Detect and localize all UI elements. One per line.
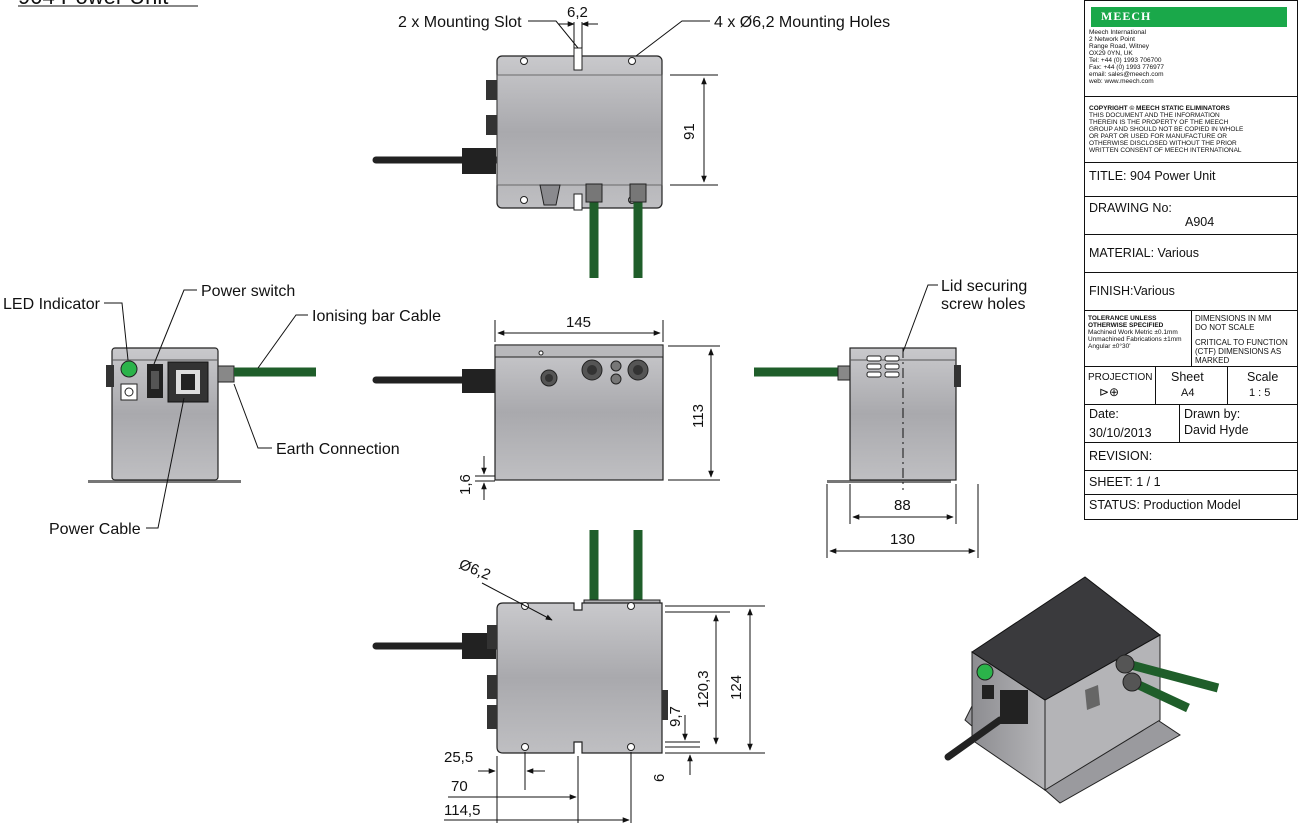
dim-side-inner: 88 [894, 497, 911, 514]
tolerance-row: TOLERANCE UNLESS OTHERWISE SPECIFIED Mac… [1085, 311, 1297, 367]
dim-bottom-1145: 114,5 [444, 802, 480, 819]
dim-base-thickness: 1,6 [457, 474, 474, 495]
dim-slot-width: 6,2 [567, 4, 588, 21]
dim-top-depth: 91 [681, 123, 698, 140]
dim-bottom-120: 120,3 [695, 670, 712, 708]
callout-ionising-cable: Ionising bar Cable [312, 308, 441, 325]
top-view [372, 47, 663, 278]
dim-hole-dia: Ø6,2 [457, 556, 494, 584]
drawing-date: 30/10/2013 [1089, 426, 1152, 440]
sheet-count-row: SHEET: 1 / 1 [1085, 471, 1297, 495]
callout-lid-screws-2: screw holes [941, 296, 1025, 313]
callout-mounting-slot: 2 x Mounting Slot [398, 14, 522, 31]
dim-side-outer: 130 [890, 531, 915, 548]
callout-lid-screws-1: Lid securing [941, 278, 1027, 295]
bottom-view [372, 530, 668, 754]
finish-row: FINISH:Various [1085, 273, 1297, 311]
drawing-number-row: DRAWING No:A904 [1085, 197, 1297, 235]
page-title: 904 Power Unit [18, 0, 168, 9]
callout-led-indicator: LED Indicator [3, 296, 101, 313]
callout-mounting-holes: 4 x Ø6,2 Mounting Holes [714, 14, 890, 31]
status-row: STATUS: Production Model [1089, 498, 1241, 512]
drawing-title: 904 Power Unit [1130, 169, 1216, 183]
dim-bottom-97: 9,7 [667, 706, 684, 727]
callout-earth-connection: Earth Connection [276, 441, 400, 458]
callout-power-cable: Power Cable [49, 521, 141, 538]
drawing-number: A904 [1185, 215, 1215, 229]
dim-front-height: 113 [690, 404, 707, 428]
isometric-view [944, 576, 1220, 804]
left-side-view [88, 347, 316, 483]
title-row: TITLE: 904 Power Unit [1085, 163, 1297, 197]
dim-bottom-255: 25,5 [444, 749, 473, 766]
material-row: MATERIAL: Various [1085, 235, 1297, 273]
revision-row: REVISION: [1085, 443, 1297, 471]
drawn-by: David Hyde [1184, 423, 1249, 437]
right-side-view [754, 347, 961, 490]
front-view [372, 344, 664, 481]
dim-bottom-124: 124 [728, 675, 745, 700]
dim-bottom-6: 6 [651, 774, 668, 782]
dim-front-width: 145 [566, 314, 591, 331]
callout-power-switch: Power switch [201, 283, 295, 300]
projection-row: PROJECTION ⊳⊕ Sheet A4 Scale 1 : 5 [1085, 367, 1297, 405]
copyright-box: COPYRIGHT © MEECH STATIC ELIMINATORS THI… [1085, 97, 1297, 163]
dim-bottom-70: 70 [451, 778, 468, 795]
date-row: Date: 30/10/2013 Drawn by: David Hyde [1085, 405, 1297, 443]
projection-icon: ⊳⊕ [1099, 385, 1120, 399]
meech-logo: MEECH [1091, 7, 1287, 27]
